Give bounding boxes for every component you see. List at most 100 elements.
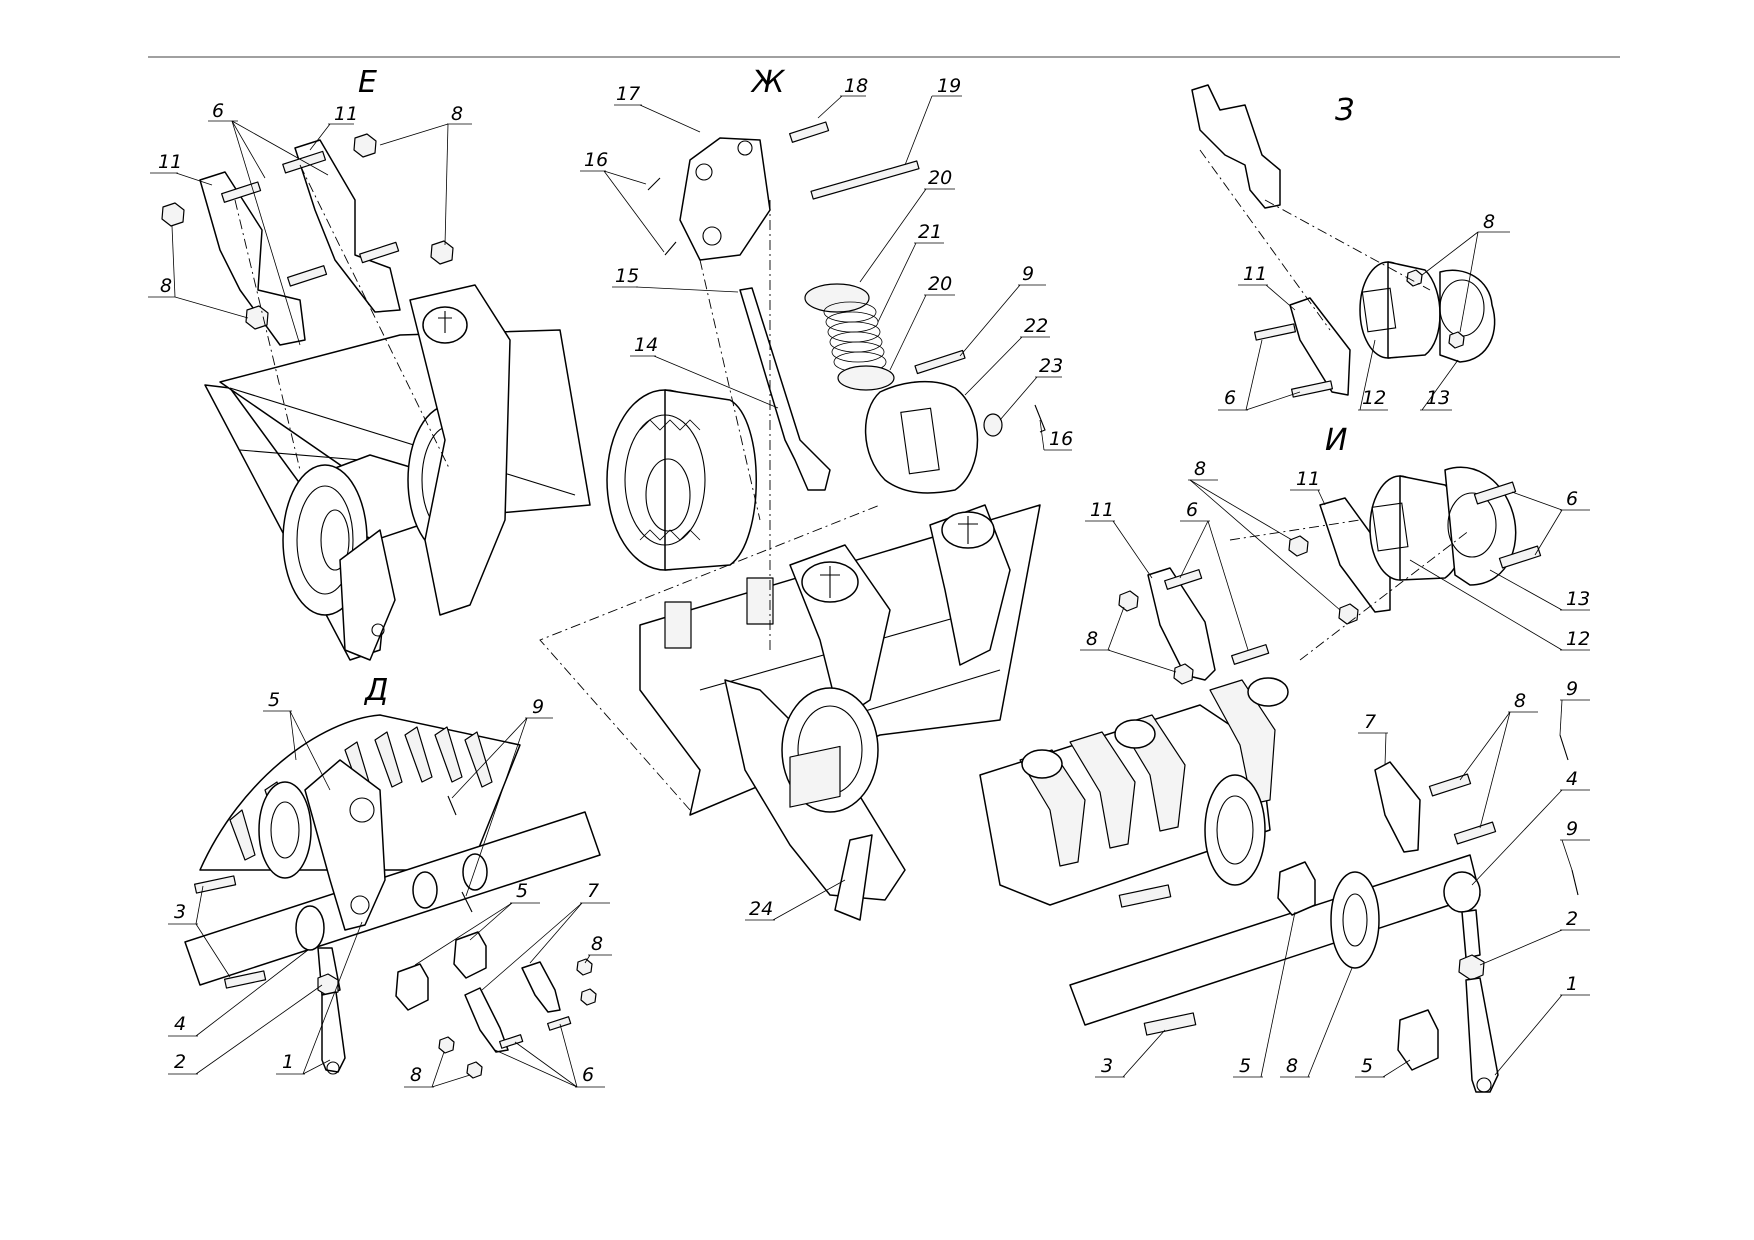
callout-e-8-left: 8 [160, 275, 172, 297]
view-zh-cotter-pin-top [647, 177, 661, 191]
view-i-nut [1118, 590, 1139, 612]
view-zh-lever-tab [834, 834, 873, 921]
view-e-callouts: 6 11 8 11 8 [148, 100, 472, 346]
view-d-link [464, 987, 509, 1053]
view-d-block [395, 963, 429, 1011]
callout-i-12: 12 [1566, 628, 1590, 650]
view-z-bolt [1254, 323, 1296, 341]
callout-zh-21: 21 [918, 221, 942, 243]
view-i-lower-pulley [1330, 871, 1380, 969]
callout-zh-19: 19 [937, 75, 961, 97]
view-e-hanger-arm [409, 284, 511, 616]
callout-i-9-top: 9 [1566, 678, 1578, 700]
view-e-caption: Е [358, 65, 377, 100]
view-i-block [1397, 1009, 1439, 1071]
view-d-cotter-pin [447, 795, 457, 816]
view-zh-cotter-pin [1034, 404, 1046, 433]
view-zh-spring-cup-top [804, 283, 870, 313]
callout-z-12: 12 [1362, 387, 1386, 409]
view-zh-clutch-body [664, 389, 757, 571]
view-d-block [453, 931, 487, 979]
callout-i-6-left: 6 [1186, 499, 1198, 521]
view-i-rod-end [1443, 871, 1481, 913]
view-zh-axle-19 [810, 160, 920, 200]
view-zh-pawl-link [739, 287, 831, 491]
view-z-flange [1439, 269, 1496, 363]
callout-zh-23: 23 [1039, 355, 1063, 377]
callout-e-6: 6 [212, 100, 224, 122]
callout-zh-14: 14 [634, 334, 658, 356]
view-zh-spring [823, 301, 887, 373]
view-zh-small-plate [746, 577, 774, 625]
callout-zh-17: 17 [616, 83, 640, 105]
view-d-nut [438, 1036, 455, 1054]
view-e-lower-bracket [339, 529, 396, 661]
callout-i-7: 7 [1364, 711, 1376, 733]
view-zh-flange [864, 380, 979, 494]
view-d-nut [580, 988, 597, 1006]
view-d-collar [412, 871, 438, 909]
callout-i-5-left: 5 [1239, 1055, 1251, 1077]
view-z: З 8 11 6 12 13 [1191, 84, 1510, 411]
callout-zh-24: 24 [749, 898, 773, 920]
view-e-nut [353, 133, 377, 158]
callout-zh-15: 15 [615, 265, 639, 287]
view-d-pin [224, 970, 267, 989]
view-d-connecting-rod [321, 991, 346, 1073]
callout-d-7: 7 [587, 880, 599, 902]
view-i-shaft [1069, 854, 1481, 1026]
callout-i-6-right: 6 [1566, 488, 1578, 510]
callout-d-4: 4 [174, 1013, 186, 1035]
view-e-bolt [221, 181, 262, 203]
callout-d-8-bottom: 8 [410, 1064, 422, 1086]
callout-e-11-left: 11 [158, 151, 182, 173]
view-i-nut [1288, 535, 1309, 557]
view-d-link [521, 961, 561, 1013]
callout-i-2: 2 [1566, 908, 1578, 930]
callout-i-5-right: 5 [1361, 1055, 1373, 1077]
view-d-callouts: 5 9 3 4 2 1 5 7 [168, 689, 612, 1088]
view-i-bolt [1453, 821, 1497, 845]
view-zh-hanger-2 [929, 504, 1011, 666]
callout-zh-18: 18 [844, 75, 868, 97]
view-d-collar [295, 905, 325, 951]
view-e-plate-left [199, 171, 306, 346]
view-i-nut [1173, 663, 1194, 685]
view-i-bolt [1473, 481, 1517, 505]
view-e-nut [161, 202, 185, 227]
callout-i-11-right: 11 [1296, 468, 1320, 490]
view-zh-pin-18 [789, 121, 830, 143]
view-d-shaft [184, 811, 601, 986]
view-e-bolt [359, 241, 400, 264]
view-i-link [1374, 761, 1421, 853]
view-d-pin [194, 875, 237, 894]
callout-z-13: 13 [1426, 387, 1450, 409]
callout-d-8-right: 8 [591, 933, 603, 955]
callout-z-11: 11 [1243, 263, 1267, 285]
callout-i-8-right: 8 [1514, 690, 1526, 712]
view-i-nut [1338, 603, 1359, 625]
callout-zh-20-bottom: 20 [928, 273, 952, 295]
view-i-pulley [1204, 774, 1266, 886]
view-d: Д [168, 673, 612, 1088]
view-i: И [979, 423, 1590, 1093]
callout-i-4: 4 [1566, 768, 1578, 790]
view-i-pin [1143, 1012, 1197, 1036]
callout-d-5-bottom: 5 [516, 880, 528, 902]
callout-zh-22: 22 [1024, 315, 1048, 337]
callout-d-1: 1 [282, 1051, 294, 1073]
view-i-cotter-pin [1571, 869, 1579, 896]
view-zh-spring-cup-bottom [837, 365, 895, 391]
view-i-bolt [1231, 644, 1270, 665]
callout-i-9-bottom: 9 [1566, 818, 1578, 840]
callout-i-11-left: 11 [1090, 499, 1114, 521]
view-d-bolt [499, 1034, 524, 1049]
view-d-cotter-pin [461, 891, 473, 913]
callout-zh-16-bottom: 16 [1049, 428, 1073, 450]
view-e-bolt [282, 150, 327, 174]
view-i-tines [1019, 679, 1276, 867]
view-zh-small-plate [664, 601, 692, 649]
callout-zh-20-top: 20 [928, 167, 952, 189]
view-e-nut [430, 240, 454, 265]
